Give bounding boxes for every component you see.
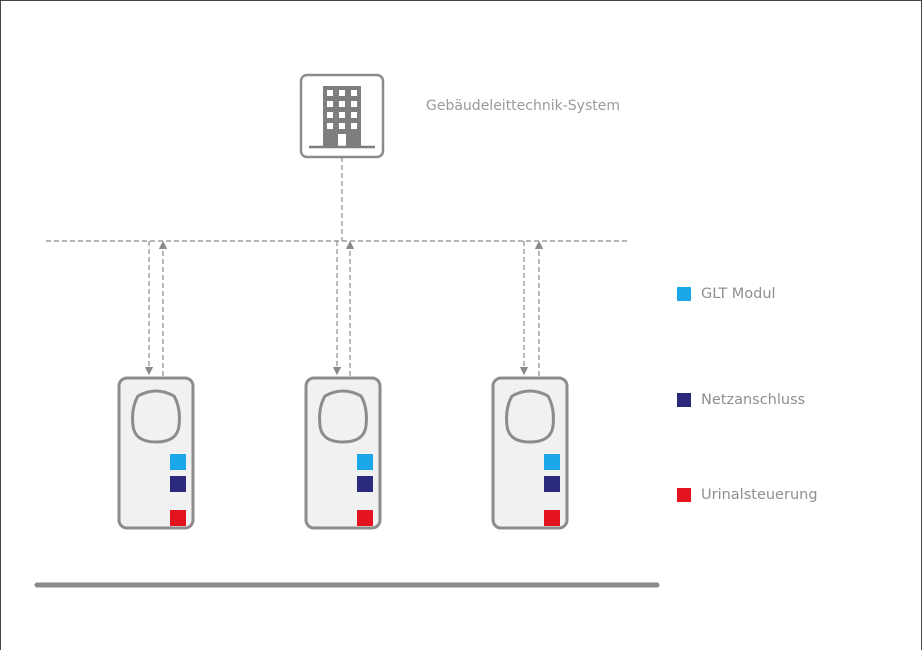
legend-swatch-netzanschluss: [677, 393, 691, 407]
legend-swatch-glt-modul: [677, 287, 691, 301]
urinal-icon: [491, 376, 569, 530]
urinal-icon: [117, 376, 195, 530]
urinal-icon: [304, 376, 382, 530]
legend-item-urinalsteuerung: Urinalsteuerung: [677, 487, 818, 503]
legend-item-netzanschluss: Netzanschluss: [677, 392, 805, 408]
legend-label: GLT Modul: [701, 286, 776, 302]
bus-lines: [46, 157, 629, 376]
legend-label: Netzanschluss: [701, 392, 806, 408]
system-label: Gebäudeleittechnik-System: [426, 98, 620, 114]
legend-swatch-urinalsteuerung: [677, 488, 691, 502]
legend-item-glt-modul: GLT Modul: [677, 286, 776, 302]
building-icon: [299, 73, 385, 159]
legend-label: Urinalsteuerung: [701, 487, 818, 503]
